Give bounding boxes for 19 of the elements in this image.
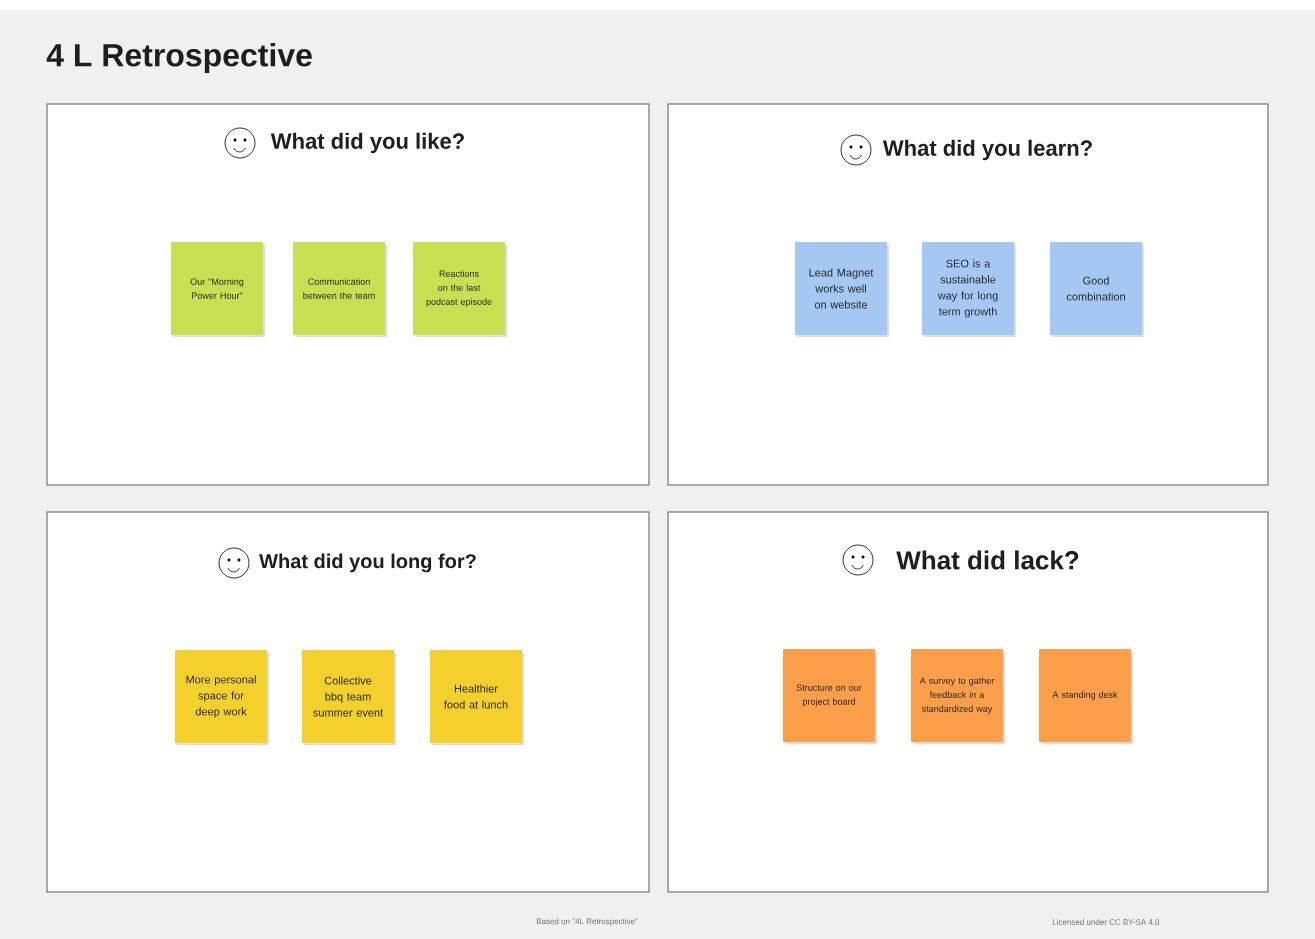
footer-note: Based on "4L Retrospective" [536, 918, 638, 926]
panel-heading: What did you like? [270, 132, 464, 154]
page-title: 4 L Retrospective [46, 43, 312, 73]
sticky-note: Structure on our project board [783, 649, 877, 744]
sticky-note: SEO is a sustainable way for long term growth [922, 242, 1016, 337]
sticky-note: Lead Magnet works well on website [795, 242, 889, 337]
panel-heading: What did you long for? [259, 553, 476, 573]
sticky-note: Our "Morning Power Hour" [171, 242, 265, 337]
sticky-note: Healthier food at lunch [430, 650, 524, 745]
sticky-note: Reactions on the last podcast episode [413, 242, 507, 337]
sticky-note: More personal space for deep work [175, 650, 269, 745]
panel-heading: What did you learn? [882, 139, 1092, 161]
panel-heading: What did lack? [896, 550, 1079, 570]
sticky-note: Collective bbq team summer event [302, 650, 396, 745]
sticky-note: A standing desk [1039, 649, 1133, 744]
sticky-note: A survey to gather feedback in a standardized way [911, 649, 1005, 744]
footer-note: Licensed under CC BY-SA 4.0 [1052, 919, 1160, 925]
sticky-note: Good combination [1050, 242, 1144, 337]
sticky-note: Communication between the team [293, 242, 387, 337]
